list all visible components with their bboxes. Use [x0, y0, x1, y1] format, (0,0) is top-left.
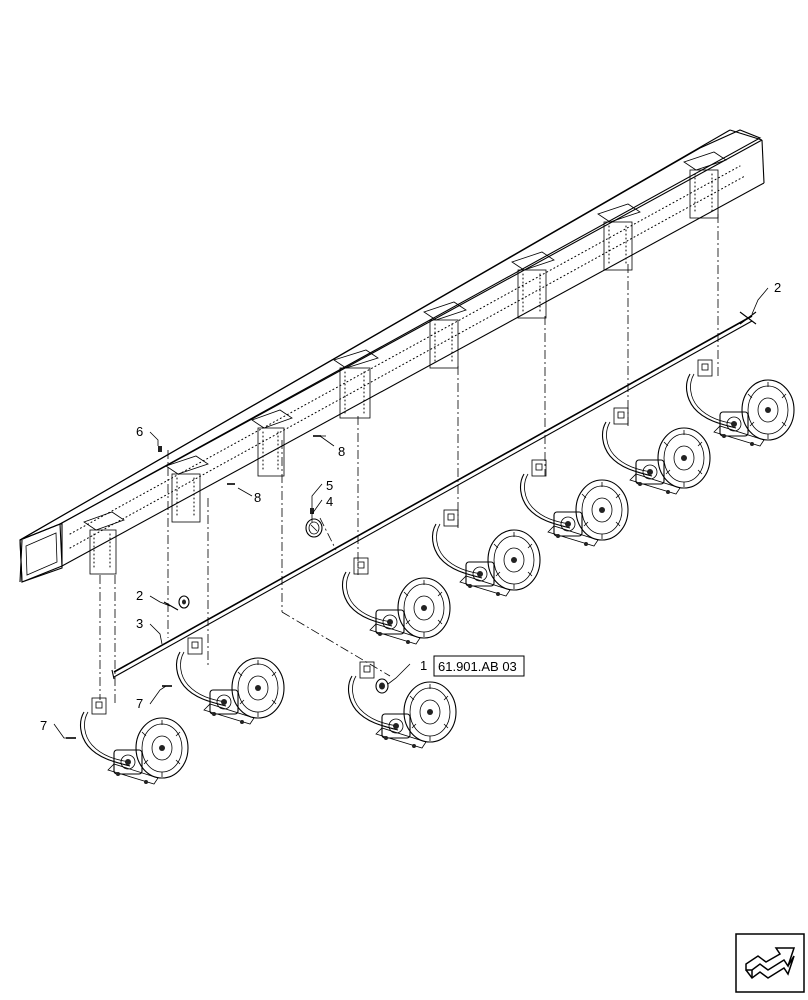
toolbar-beam: [19, 129, 765, 583]
meter-unit-6: [519, 459, 629, 547]
leader-lines: [53, 287, 769, 739]
drive-shaft: [111, 315, 753, 680]
meter-assemblies: [79, 359, 795, 785]
bracket-1: [83, 511, 125, 575]
callout-6: 6: [136, 424, 143, 439]
meter-unit-1: [79, 697, 189, 785]
meter-unit-2: [175, 637, 285, 725]
callout-numbers: 6 8 8 5 4 2 3 7 7 1 2: [40, 280, 781, 733]
meter-unit-5: [431, 509, 541, 597]
callout-8b: 8: [254, 490, 261, 505]
bolt-part-6: [158, 446, 162, 452]
callout-2a: 2: [136, 588, 143, 603]
bracket-2: [165, 455, 209, 523]
bracket-6: [511, 251, 555, 319]
callout-4: 4: [326, 494, 333, 509]
callout-2b: 2: [774, 280, 781, 295]
meter-unit-7: [601, 407, 711, 495]
callout-1: 1: [420, 658, 427, 673]
bracket-4: [333, 349, 379, 419]
reference-box[interactable]: [433, 655, 525, 677]
callout-7b: 7: [136, 696, 143, 711]
bracket-3: [251, 409, 293, 477]
callout-7a: 7: [40, 718, 47, 733]
pin-part: [310, 508, 314, 514]
bearing-left: [178, 595, 190, 609]
reference-box-label: 61.901.AB 03: [438, 659, 517, 674]
collar-right: [739, 311, 757, 325]
pin-part-2: [163, 601, 179, 611]
hardware: [66, 311, 757, 739]
beam-brackets: [83, 151, 727, 575]
alignment-lines: [99, 214, 719, 705]
callout-8a: 8: [338, 444, 345, 459]
meter-unit-4: [341, 557, 451, 645]
arrow-next-page-icon[interactable]: [735, 933, 805, 993]
bracket-8: [683, 151, 727, 219]
callout-5: 5: [326, 478, 333, 493]
reference-link[interactable]: 61.901.AB 03: [433, 655, 525, 677]
ring-part: [305, 518, 323, 538]
callout-3: 3: [136, 616, 143, 631]
bracket-5: [423, 301, 467, 369]
bearing-part: [375, 678, 389, 694]
bracket-7: [597, 203, 641, 271]
meter-unit-8: [685, 359, 795, 447]
